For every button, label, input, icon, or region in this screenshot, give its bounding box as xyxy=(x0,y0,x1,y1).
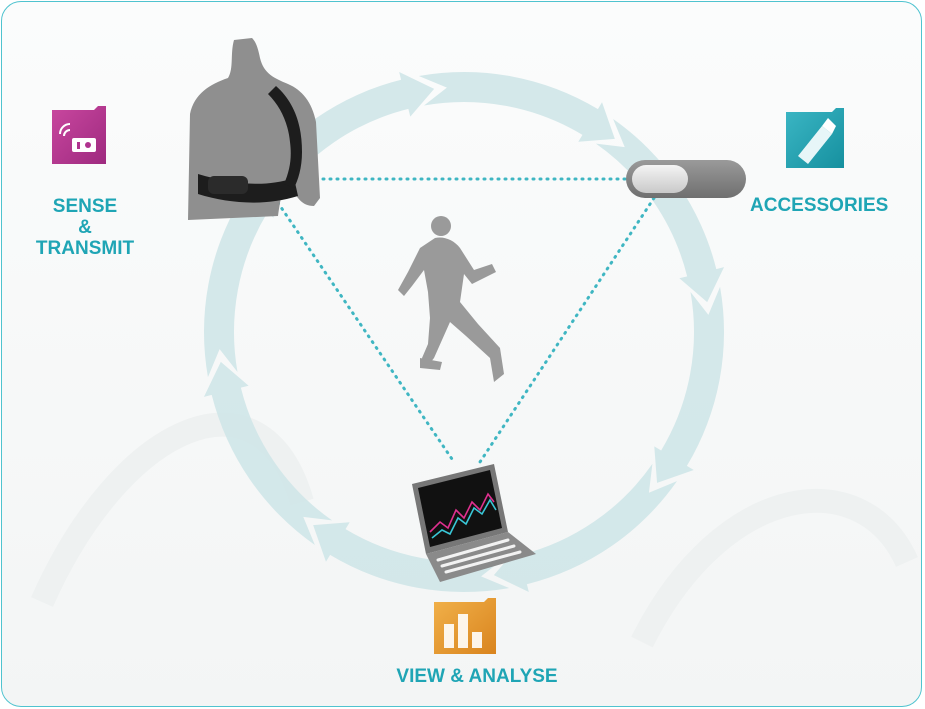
strap-sensor xyxy=(208,176,248,194)
cycle-arrow-segment xyxy=(595,119,725,303)
link-torso-laptop xyxy=(272,195,456,464)
shoulder-strap xyxy=(268,86,302,188)
usb-receiver-device xyxy=(626,160,746,198)
background-swirls xyxy=(31,412,918,648)
cycle-arrow-segment xyxy=(493,463,677,593)
laptop-device xyxy=(412,464,536,582)
screen-graph-cyan xyxy=(431,498,497,539)
sense-label-line2: & xyxy=(78,217,92,238)
view-analyse-label: VIEW & ANALYSE xyxy=(396,666,558,687)
sensor-transmit-icon xyxy=(52,106,106,164)
cycle-arrow-segment xyxy=(203,361,333,545)
laptop-keyboard xyxy=(436,538,522,574)
sense-label-line1: SENSE xyxy=(52,196,118,217)
sense-label-line3: TRANSMIT xyxy=(35,238,135,259)
cycle-arrow-segment xyxy=(204,181,274,378)
chest-strap-torso xyxy=(188,38,320,220)
connection-lines xyxy=(272,177,656,464)
bar-chart-icon xyxy=(434,598,496,654)
cycle-arrow-segment xyxy=(418,71,615,142)
torso-silhouette xyxy=(188,38,320,220)
usb-stick-icon xyxy=(786,108,844,168)
link-accessory-laptop xyxy=(478,196,656,464)
running-man-icon xyxy=(398,216,504,382)
screen-graph-magenta xyxy=(429,492,495,533)
cycle-arrow-segment xyxy=(654,286,724,483)
laptop-screen xyxy=(418,470,502,547)
sense-label: SENSE & TRANSMIT xyxy=(30,196,140,259)
accessories-label: ACCESSORIES xyxy=(750,195,889,216)
